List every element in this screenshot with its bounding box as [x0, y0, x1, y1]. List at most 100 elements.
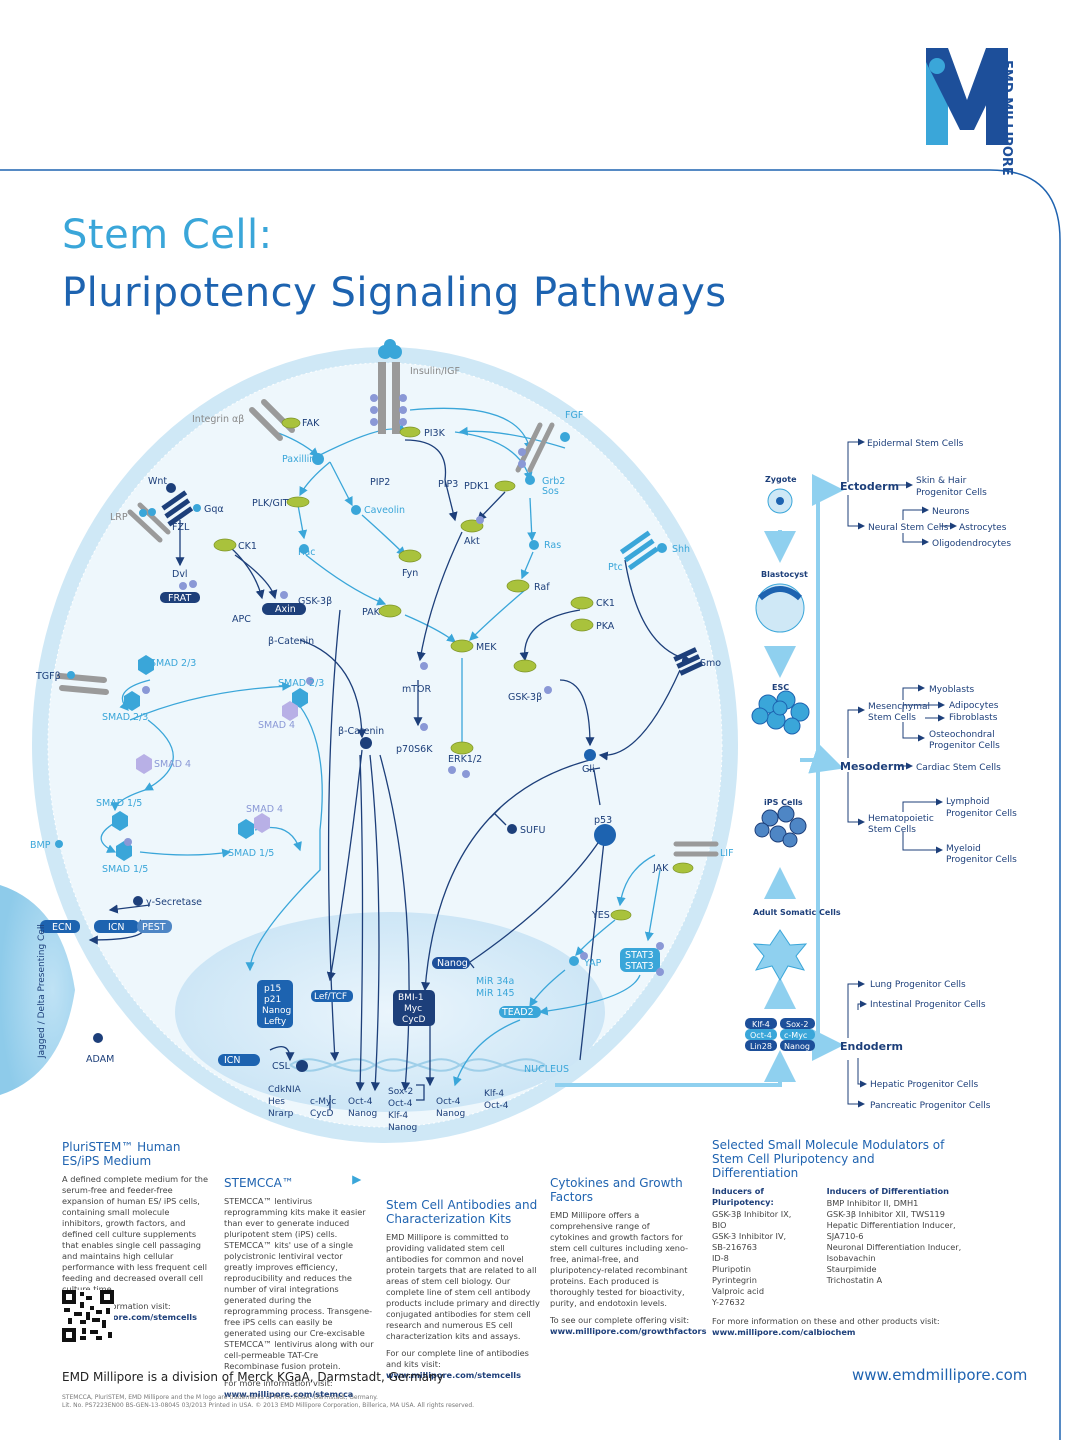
modulators-link[interactable]: www.millipore.com/calbiochem [712, 1327, 856, 1337]
pathway-label: Lef/TCF [314, 992, 347, 1002]
pathway-label: c-Myc [310, 1097, 336, 1107]
label-shh: Shh [672, 544, 690, 555]
antibodies-link[interactable]: www.millipore.com/stemcells [386, 1370, 521, 1380]
pathway-label: Axin [275, 604, 296, 615]
website-link[interactable]: www.emdmillipore.com [852, 1366, 1028, 1384]
cytokines-link[interactable]: www.millipore.com/growthfactors [550, 1326, 707, 1336]
pathway-label: MEK [476, 642, 497, 653]
label-integrin: Integrin αβ [192, 414, 244, 425]
pathway-label: Grb2 [542, 476, 565, 487]
pathway-label: Endoderm [840, 1040, 903, 1053]
antibodies-body: EMD Millipore is committed to providing … [386, 1232, 540, 1341]
blastocyst-icon [755, 583, 805, 633]
pathway-label: Blastocyst [761, 570, 808, 579]
dna-helix [289, 1058, 546, 1072]
nuc-box1-bg [257, 980, 293, 1028]
pathway-label: Osteochondral [929, 730, 995, 740]
pathway-label: PIP2 [370, 477, 390, 488]
pathway-label: Paxillin [282, 454, 315, 465]
pathway-label: PEST [142, 922, 166, 933]
pathway-label: Astrocytes [959, 523, 1007, 533]
pathway-label: p15 [264, 984, 281, 994]
leftcf-bg [311, 990, 353, 1002]
stat3-bg [620, 948, 660, 972]
pathway-label: p70S6K [396, 744, 433, 755]
pathway-label: p21 [264, 995, 281, 1005]
pathway-label: YES [591, 910, 610, 921]
factor-labels: Klf-4 Sox-2 Oct-4 c-Myc Lin28 Nanog [750, 1020, 810, 1051]
pathway-label: Myeloid [946, 844, 981, 854]
pathway-label: Oligodendrocytes [932, 539, 1011, 549]
pathway-label: Progenitor Cells [946, 809, 1017, 819]
pathway-label: Mesoderm [840, 760, 905, 773]
page-title-line1: Stem Cell: [62, 212, 273, 258]
ips-icon [754, 805, 807, 848]
pathway-label: Klf-4 [388, 1111, 408, 1121]
label-tgfb: TGFβ [35, 671, 61, 682]
signal-arrows [100, 407, 661, 1087]
fine-print: STEMCCA, PluriSTEM, EMD Millipore and th… [62, 1394, 475, 1409]
lineage-connectors [847, 438, 957, 1108]
pathway-label: CdkNIA [268, 1085, 302, 1095]
lineage-items: Epidermal Stem Cells Skin & Hair Progeni… [867, 439, 1017, 1111]
pathway-label: Intestinal Progenitor Cells [870, 1000, 986, 1010]
pathway-label: CycD [310, 1109, 334, 1119]
smo-receptor [673, 647, 704, 676]
pathway-label: Oct-4 [348, 1097, 373, 1107]
qr-code-icon[interactable] [62, 1290, 114, 1342]
pathway-label: mTOR [402, 684, 432, 695]
label-fzl: FZL [172, 522, 190, 533]
pluristem-title: PluriSTEM™ Human ES/iPS Medium [62, 1140, 181, 1168]
label-jak: JAK [652, 863, 669, 874]
emd-millipore-logo [926, 48, 1008, 145]
pathway-label: SMAD 4 [258, 720, 295, 731]
axin-bg [262, 603, 306, 615]
pathway-label: Neurons [932, 507, 970, 517]
pathway-label: Lymphoid [946, 797, 989, 807]
pathway-label: YAP [583, 958, 602, 969]
pathway-label: ICN [108, 922, 125, 933]
pathway-label: PDK1 [464, 481, 489, 492]
pluristem-link[interactable]: www.millipore.com/stemcells [62, 1312, 197, 1322]
page-title-line2: Pluripotency Signaling Pathways [62, 270, 727, 316]
pathway-label: Hepatic Progenitor Cells [870, 1080, 979, 1090]
pathway-label: Nanog [262, 1006, 291, 1016]
pathway-label: PIP3 [438, 479, 458, 490]
pathway-label: SMAD 2/3 [102, 712, 148, 723]
pathway-label: iPS Cells [764, 798, 803, 807]
differentiation-inducers: Inducers of Differentiation BMP Inhibito… [826, 1186, 962, 1285]
pathway-label: Lefty [264, 1017, 287, 1027]
pathway-label: Nrarp [268, 1109, 294, 1119]
pathway-label: ERK1/2 [448, 754, 482, 765]
label-jagged: Jagged / Delta Presenting Cell [37, 924, 47, 1059]
product-modulators: Selected Small Molecule Modulators of St… [712, 1138, 962, 1337]
pathway-label: Adipocytes [949, 701, 999, 711]
pathway-label: Ectoderm [840, 480, 899, 493]
pathway-label: c-Myc [784, 1031, 807, 1040]
pathway-label: Myc [404, 1004, 422, 1014]
pathway-label: Sox-2 [388, 1087, 413, 1097]
pathway-label: Epidermal Stem Cells [867, 439, 964, 449]
pathway-label: SMAD 1/5 [102, 864, 148, 875]
stemcca-body: STEMCCA™ lentivirus reprogramming kits m… [224, 1196, 374, 1371]
pathway-label: ICN [224, 1055, 241, 1066]
pathway-label: Gli [582, 764, 595, 775]
stemcca-link[interactable]: www.millipore.com/stemcca [224, 1389, 354, 1399]
pathway-label: TEAD2 [501, 1007, 534, 1018]
pathway-label: BMI-1 [398, 993, 424, 1003]
stemcca-title: STEMCCA™ [224, 1176, 294, 1190]
lineage-arrows [555, 474, 844, 1087]
pathway-label: SMAD 4 [154, 759, 191, 770]
pathway-label: GSK-3β [298, 596, 332, 607]
blue-nodes [55, 432, 667, 1072]
label-gqa: Gqα [204, 504, 224, 515]
pathway-label: Klf-4 [484, 1089, 504, 1099]
pathway-label: Caveolin [364, 505, 405, 516]
nucleus [175, 912, 605, 1112]
jagged-cell [0, 885, 75, 1095]
product-stemcca: STEMCCA™ STEMCCA™ lentivirus reprogrammi… [224, 1176, 374, 1399]
inhibition-lines [329, 767, 606, 1110]
pathway-label: SMAD 2/3 [278, 678, 324, 689]
pathway-label: Skin & Hair [916, 476, 967, 486]
pathway-label: Lin28 [750, 1042, 772, 1051]
